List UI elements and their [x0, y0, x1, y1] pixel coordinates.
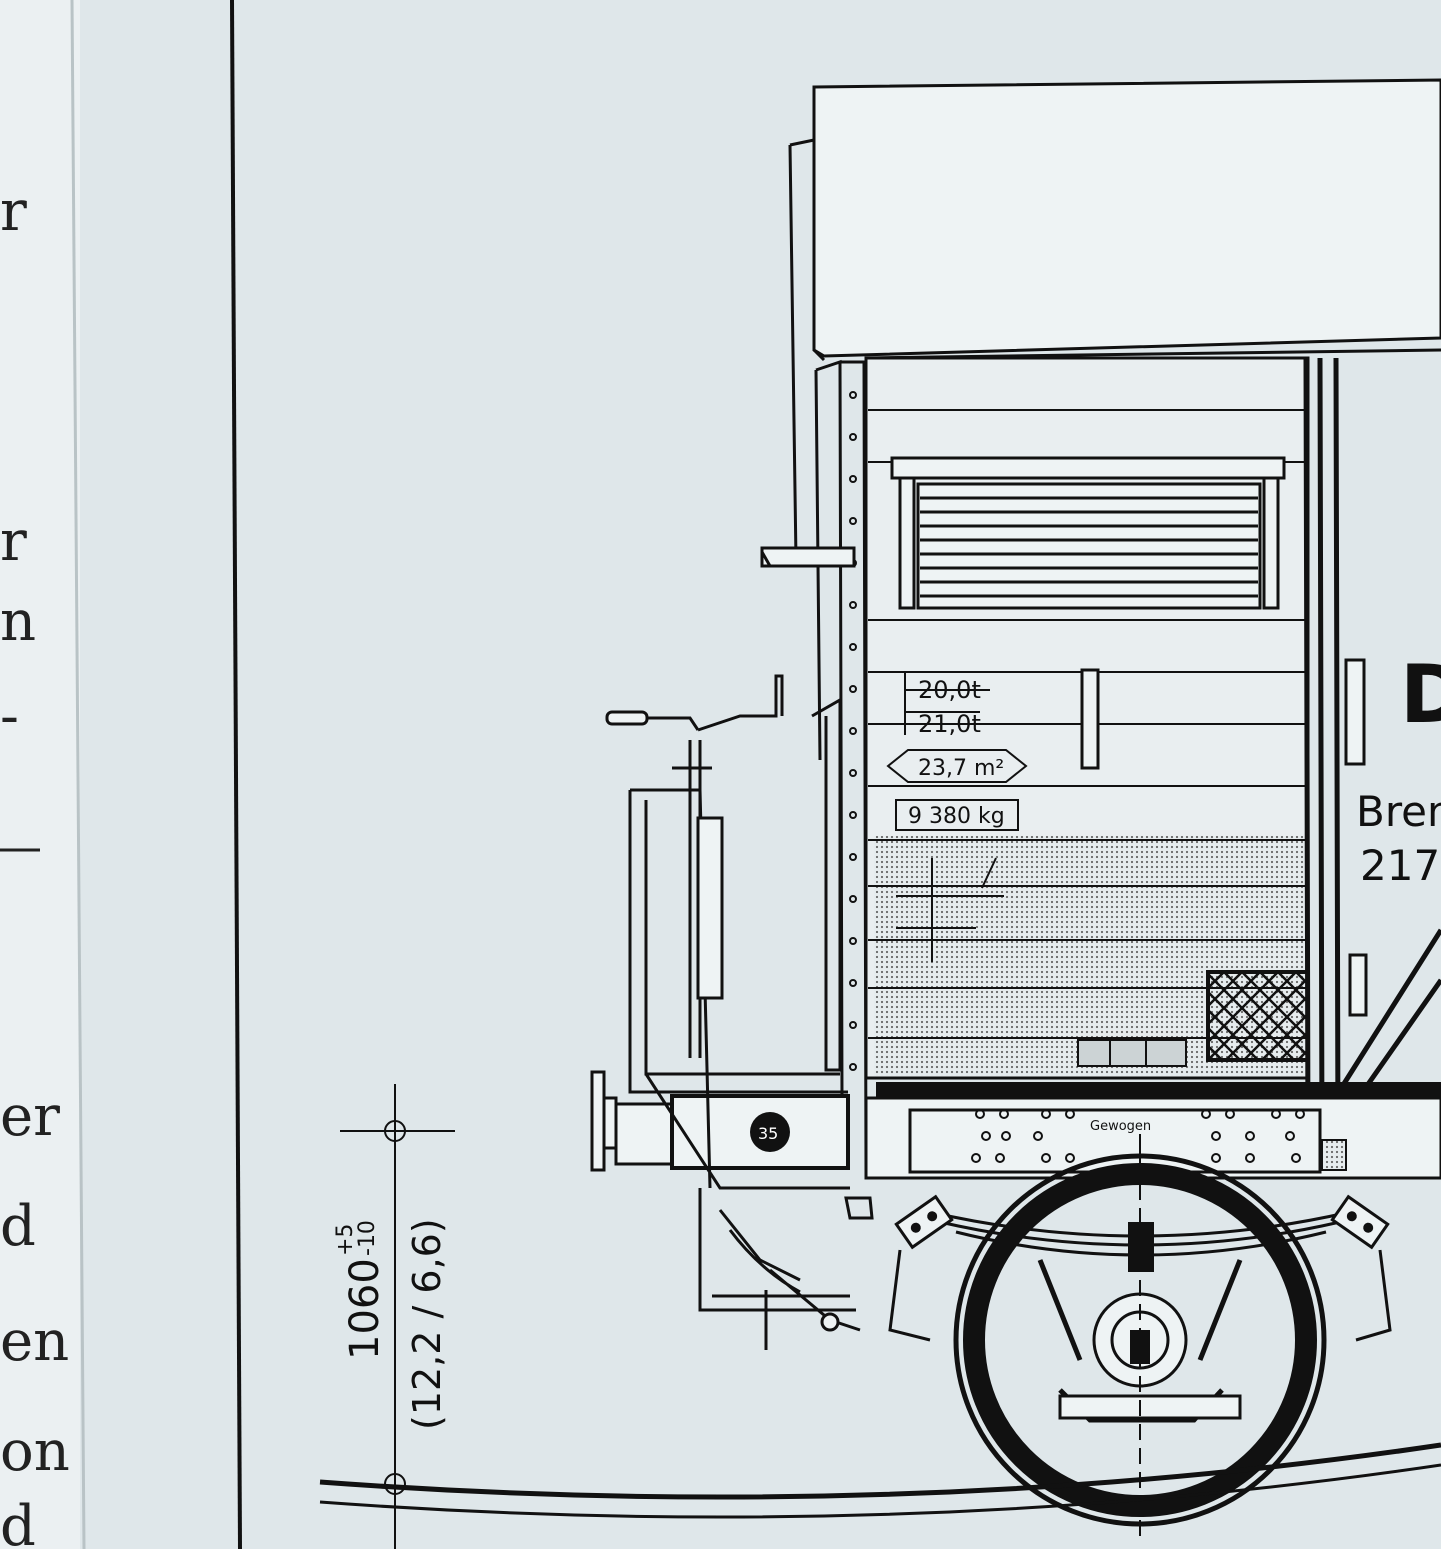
car-markings: 20,0t 21,0t 23,7 m² 9 380 kg D Brem 217 [886, 648, 1441, 962]
rivet [849, 811, 857, 819]
margin-text-fragments: r r n - er d en on d [0, 179, 70, 1549]
label-boxes [1077, 1039, 1187, 1067]
frame-hole [1041, 1153, 1051, 1163]
margin-fragment-4: - [0, 684, 19, 749]
margin-fragment-8: on [0, 1419, 70, 1484]
car-roof [788, 78, 1441, 561]
dimension-tolerance-minus: -10 [355, 1220, 380, 1256]
rivet [849, 1063, 857, 1071]
owner-letter: D [1400, 648, 1441, 741]
brake-linkage [718, 1196, 874, 1350]
tare-line-1: 20,0t [918, 676, 981, 704]
frame-hole [1065, 1153, 1075, 1163]
rivet [849, 853, 857, 861]
margin-fragment-5: er [0, 1084, 60, 1149]
frame-hole [1225, 1109, 1235, 1119]
book-gutter [70, 0, 86, 1549]
rivet [849, 391, 857, 399]
frame-hole [1065, 1109, 1075, 1119]
frame-hole [1271, 1109, 1281, 1119]
facing-page [0, 0, 80, 1549]
rivet [849, 601, 857, 609]
station-label: Brem [1356, 787, 1441, 836]
dimension-target-top [384, 1120, 406, 1142]
mesh-panel [1206, 970, 1310, 1062]
dimension-value: 1060 [342, 1258, 388, 1360]
rivet [849, 517, 857, 525]
frame-hole [1001, 1131, 1011, 1141]
page-frame-line [230, 0, 242, 1549]
buffer-and-platform: 35 [590, 788, 856, 1312]
buffer-number-disc [750, 1112, 790, 1152]
dimension-alternatives: (12,2 / 6,6) [405, 1218, 449, 1430]
rivet [849, 643, 857, 651]
frame-hole [1201, 1109, 1211, 1119]
rivet [849, 979, 857, 987]
floor-area-label: 23,7 m² [918, 756, 1004, 781]
rivet [849, 769, 857, 777]
tare-weight-label: 9 380 kg [908, 804, 1005, 829]
floor-area-frame [886, 749, 1028, 783]
margin-fragment-9: d [0, 1494, 36, 1549]
rivet [849, 433, 857, 441]
margin-fragment-6: d [0, 1194, 36, 1259]
rivet [849, 1021, 857, 1029]
frame-hole [971, 1153, 981, 1163]
underframe: Gewogen [864, 1082, 1441, 1180]
rivet [849, 475, 857, 483]
rivet [849, 895, 857, 903]
frame-hole [999, 1109, 1009, 1119]
margin-fragment-3: n [0, 589, 36, 654]
dimension-target-bottom [384, 1473, 406, 1495]
frame-hole [1295, 1109, 1305, 1119]
frame-hole [975, 1109, 985, 1119]
ventilation-louver [890, 456, 1286, 610]
frame-hole [995, 1153, 1005, 1163]
rivet [849, 727, 857, 735]
car-number: 217 [1360, 841, 1440, 890]
frame-hole [1245, 1131, 1255, 1141]
rivet [849, 937, 857, 945]
frame-hole [1033, 1131, 1043, 1141]
frame-hole [1285, 1131, 1295, 1141]
frame-hole [1211, 1153, 1221, 1163]
height-dimension: 1060 +5 -10 (12,2 / 6,6) [333, 1084, 455, 1549]
wheel [953, 1153, 1327, 1540]
frame-hole [1211, 1131, 1221, 1141]
door-post [1303, 357, 1441, 1146]
rail [319, 1442, 1441, 1519]
frame-hole [1291, 1153, 1301, 1163]
buffer-number: 35 [758, 1124, 778, 1143]
dimension-tolerance-plus: +5 [333, 1224, 358, 1256]
weighed-label: Gewogen [1090, 1119, 1151, 1134]
frame-hole [1041, 1109, 1051, 1119]
margin-fragment-7: en [0, 1309, 69, 1374]
frame-hole [1245, 1153, 1255, 1163]
rivet [849, 685, 857, 693]
tare-line-2: 21,0t [918, 710, 981, 738]
margin-fragment-1: r [0, 179, 27, 244]
tare-weight-frame [895, 799, 1019, 831]
frame-hole [981, 1131, 991, 1141]
margin-fragment-2: r [0, 509, 27, 574]
hand-brake [605, 546, 856, 1072]
